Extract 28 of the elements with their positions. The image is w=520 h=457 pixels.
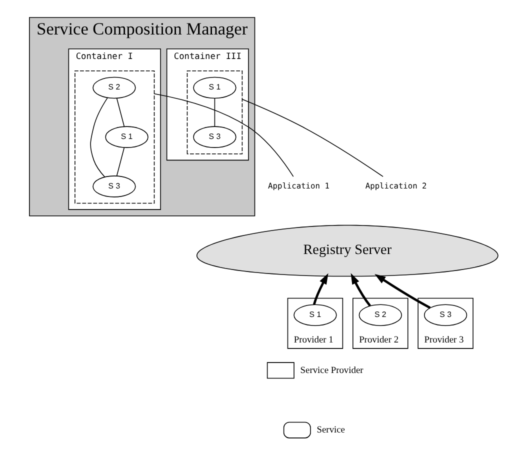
node-ellipse: S 3 <box>192 126 236 148</box>
connector <box>241 98 383 177</box>
node-text: Application 2 <box>364 181 426 190</box>
connector <box>116 147 124 176</box>
arrow <box>374 274 430 309</box>
node-ellipse: S 2 <box>358 304 402 326</box>
arrow <box>350 273 370 306</box>
legend-label: Service Provider <box>300 366 363 376</box>
node-ellipse: S 2 <box>92 76 136 99</box>
cluster <box>74 70 154 204</box>
arrow <box>312 273 328 305</box>
node-ellipse: S 3 <box>92 176 136 198</box>
cluster <box>417 298 473 349</box>
legend-label: Service <box>316 426 345 436</box>
node-ellipse: S 1 <box>192 76 236 99</box>
node-label: Provider 2 <box>358 336 398 346</box>
node-label: Provider 3 <box>424 336 464 346</box>
cluster <box>186 70 242 154</box>
connector <box>214 98 215 127</box>
cluster <box>352 298 408 349</box>
connector <box>90 98 108 178</box>
node-ellipse: S 3 <box>423 304 467 326</box>
node-ellipse: S 1 <box>293 304 336 326</box>
cluster <box>286 298 343 349</box>
node-text: Application 1 <box>268 181 329 190</box>
node-label: Provider 1 <box>293 336 333 346</box>
connector <box>116 98 124 127</box>
node-ellipse: S 1 <box>104 126 148 148</box>
